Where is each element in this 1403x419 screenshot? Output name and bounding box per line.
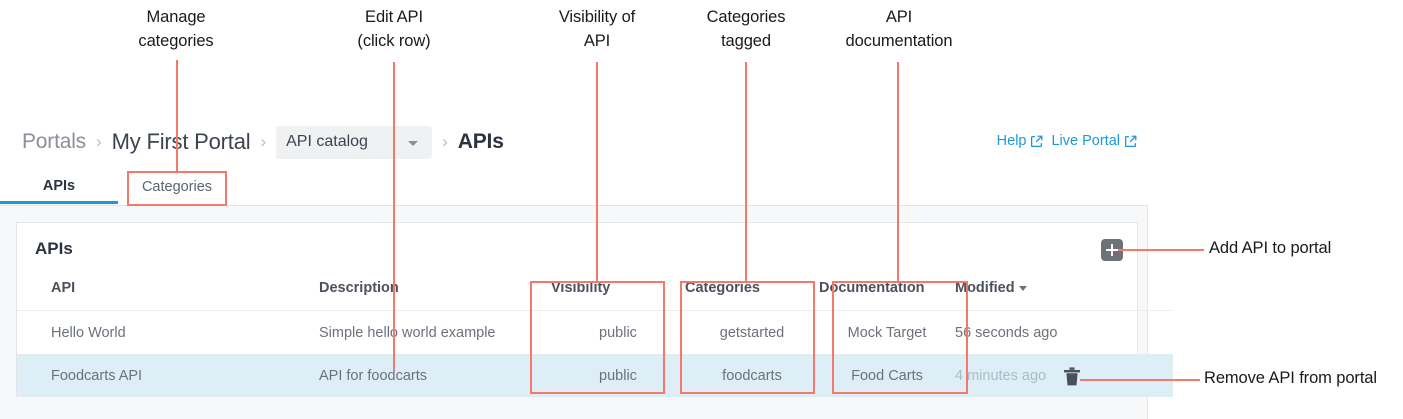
column-header-modified-label: Modified <box>955 280 1015 296</box>
plus-icon <box>1111 244 1113 256</box>
leader-line-remove-api <box>1080 379 1200 381</box>
annotation-label-visibility-of-api: Visibility of API <box>558 8 636 50</box>
cell-modified: 56 seconds ago <box>955 324 1058 341</box>
sort-desc-icon <box>1018 285 1027 291</box>
cell-documentation: Mock Target <box>847 324 927 341</box>
apis-card: APIs API Description Visibility Categori… <box>16 222 1173 397</box>
breadcrumb-portal-name[interactable]: My First Portal <box>111 129 251 154</box>
leader-line-manage-categories <box>176 60 178 172</box>
cell-categories: getstarted <box>719 324 785 341</box>
api-catalog-select-value: API catalog <box>286 133 368 150</box>
column-header-categories[interactable]: Categories <box>685 280 819 311</box>
add-api-button[interactable] <box>1101 239 1123 261</box>
trash-icon <box>1064 367 1080 386</box>
leader-line-documentation <box>897 62 899 281</box>
leader-line-edit-api <box>393 62 395 370</box>
help-link-label: Help <box>996 133 1027 149</box>
breadcrumb-separator-icon: › <box>260 132 267 151</box>
breadcrumb-separator-icon: › <box>95 132 102 151</box>
top-links: Help Live Portal <box>997 133 1137 149</box>
live-portal-link-label: Live Portal <box>1051 133 1120 149</box>
help-link[interactable]: Help <box>997 133 1044 149</box>
column-header-description[interactable]: Description <box>319 280 551 311</box>
breadcrumb-separator-icon: › <box>442 132 448 151</box>
card-title: APIs <box>35 239 73 258</box>
tab-bar: APIs Categories <box>0 170 1148 206</box>
external-link-icon <box>1124 135 1137 147</box>
cell-documentation: Food Carts <box>819 354 955 397</box>
breadcrumb-current: APIs <box>457 130 504 153</box>
annotation-label-edit-api: Edit API (click row) <box>357 8 431 50</box>
column-header-modified[interactable]: Modified <box>955 280 1173 311</box>
leader-line-add-api <box>1118 249 1204 251</box>
chevron-down-icon <box>408 140 419 146</box>
cell-categories: foodcarts <box>685 354 819 397</box>
annotation-label-manage-categories: Manage categories <box>138 8 214 50</box>
remove-api-button[interactable] <box>1064 367 1080 386</box>
live-portal-link[interactable]: Live Portal <box>1051 133 1137 149</box>
apis-table: API Description Visibility Categories Do… <box>17 280 1173 397</box>
tab-apis[interactable]: APIs <box>0 170 118 204</box>
cell-visibility: public <box>599 324 637 341</box>
breadcrumb: Portals › My First Portal › API catalog … <box>22 125 504 159</box>
table-header-row: API Description Visibility Categories Do… <box>17 280 1173 311</box>
annotation-label-api-documentation: API documentation <box>845 8 953 50</box>
cell-description: Simple hello world example <box>319 324 496 341</box>
annotation-label-remove-api-from-portal: Remove API from portal <box>1204 369 1377 387</box>
table-row[interactable]: Hello World Simple hello world example p… <box>17 311 1173 355</box>
table-row[interactable]: Foodcarts API API for foodcarts public f… <box>17 354 1173 397</box>
leader-line-visibility <box>596 62 598 281</box>
tab-categories[interactable]: Categories <box>141 179 213 195</box>
annotation-label-categories-tagged: Categories tagged <box>706 8 786 50</box>
cell-api: Hello World <box>51 324 126 341</box>
cell-api: Foodcarts API <box>17 354 319 397</box>
annotation-label-add-api-to-portal: Add API to portal <box>1209 239 1332 257</box>
cell-modified: 4 minutes ago <box>955 354 1173 397</box>
column-header-documentation[interactable]: Documentation <box>819 280 955 311</box>
api-catalog-select[interactable]: API catalog <box>276 125 433 159</box>
leader-line-categories <box>745 62 747 281</box>
column-header-visibility[interactable]: Visibility <box>551 280 685 311</box>
external-link-icon <box>1031 135 1043 147</box>
column-header-api[interactable]: API <box>17 280 319 311</box>
breadcrumb-portals[interactable]: Portals <box>22 130 86 153</box>
cell-visibility: public <box>551 354 685 397</box>
cell-description: API for foodcarts <box>319 354 551 397</box>
